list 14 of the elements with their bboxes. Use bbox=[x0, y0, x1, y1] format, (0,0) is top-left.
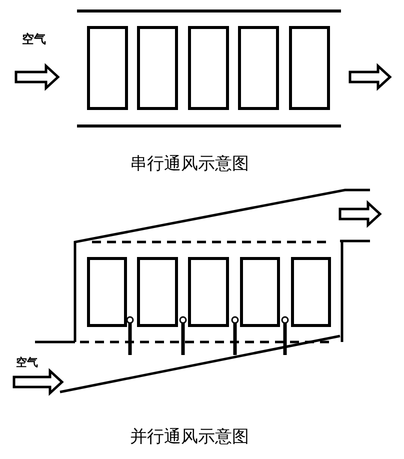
rectangle-box bbox=[137, 26, 178, 110]
rectangle-box bbox=[137, 257, 178, 327]
rectangle-box bbox=[240, 257, 280, 327]
rectangle-box bbox=[188, 26, 229, 110]
caption-text: 串行通风示意图 bbox=[130, 156, 249, 173]
air-label: 空气 bbox=[22, 33, 46, 45]
rectangle-box bbox=[87, 257, 127, 327]
rectangle-box bbox=[238, 26, 279, 110]
rectangle-box bbox=[291, 257, 331, 327]
rectangle-box bbox=[289, 26, 330, 110]
rectangle-box bbox=[188, 257, 229, 327]
caption-text: 并行通风示意图 bbox=[130, 429, 249, 446]
rectangle-box bbox=[87, 26, 128, 110]
air-label: 空气 bbox=[16, 357, 38, 368]
